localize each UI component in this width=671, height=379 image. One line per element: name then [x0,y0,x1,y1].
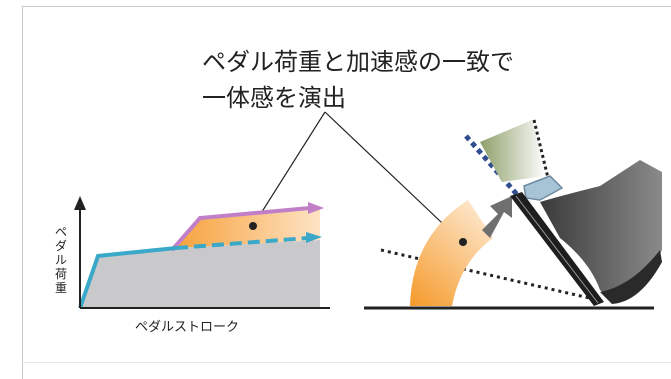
dotted-incline [380,248,599,302]
pedal-arc-band [410,200,493,306]
lamp-dotted-edge [532,119,550,179]
pedal-callout-dot [459,238,467,246]
caption-line-2: 一体感を演出 [202,84,346,112]
callout-line-pedal [324,111,461,241]
shoe-sole [600,250,662,304]
graph-y-arrowhead [74,196,86,210]
x-axis-label: ペダルストローク [135,320,240,335]
graph-orange-area [175,206,320,248]
callout-line-graph [252,111,326,227]
motion-arrow [482,196,512,238]
frame-top-line [22,6,671,7]
caption-line-1: ペダル荷重と加速感の一致で [202,48,514,76]
y-axis-label: ペ ダ ル 荷 重 [54,225,67,295]
pedal-arm-highlight [515,195,599,304]
frame-bottom-line [22,362,671,363]
graph-lower-arrowhead [306,232,322,243]
graph-upper-arrowhead [308,202,324,214]
lamp-cone [480,120,546,182]
graph-callout-dot [249,222,257,230]
graph-gray-area [80,240,320,308]
graph-lower-curve-dashed [175,236,309,250]
graph-lower-curve-solid [78,246,177,309]
frame-left-line [22,6,23,379]
caption-text: ペダル荷重と加速感の一致で 一体感を演出 [202,44,514,116]
driver-shoe [540,160,662,300]
small-device [523,175,564,201]
graph-upper-curve [170,206,311,252]
blue-dotted-guide [464,134,522,200]
